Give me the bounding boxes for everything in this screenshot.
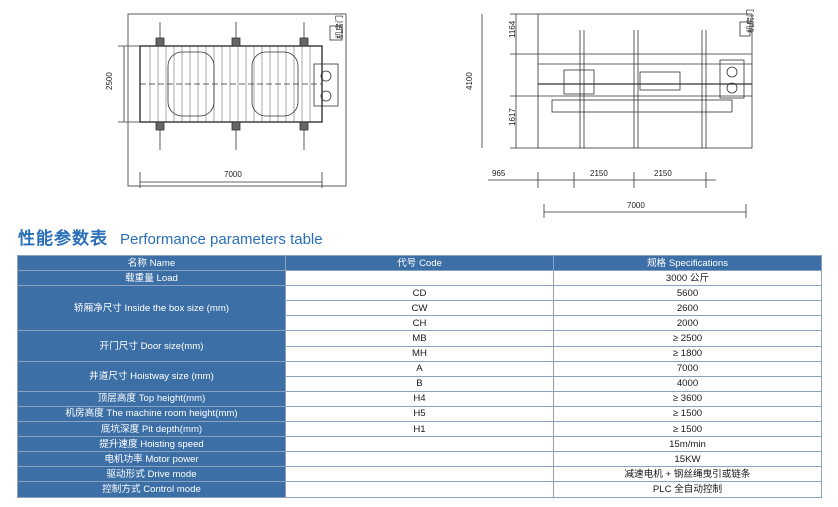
box-value-ch: 2000 (553, 315, 822, 332)
right-door-tag: 机房门 (745, 9, 755, 33)
left-column-4 (155, 121, 165, 131)
right-dim-top: 1164 (508, 20, 517, 38)
motor-code (285, 451, 554, 468)
right-section-drawing (481, 13, 753, 218)
right-motor (726, 66, 738, 78)
left-motor (320, 70, 332, 82)
hoistway-size-label: 井道尺寸 Hoistway size (mm) (17, 360, 286, 392)
drive-label: 驱动形式 Drive mode (17, 466, 286, 483)
table-row-door-mh: MH ≥ 1800 (18, 345, 822, 362)
right-dim-bottom: 1617 (508, 108, 517, 126)
table-row-control: 控制方式 Control mode PLC 全自动控制 (17, 481, 822, 498)
left-machine (313, 63, 339, 107)
room-height-value: ≥ 1500 (553, 405, 822, 423)
speed-label: 提升速度 Hoisting speed (17, 436, 286, 453)
right-dim-height: 4100 (465, 72, 474, 90)
technical-drawings: 2500 7000 机房门 (105, 9, 755, 218)
table-row-hoist-b: B 4000 (18, 375, 822, 392)
right-dim-width: 7000 (627, 201, 645, 210)
box-size-label: 轿厢净尺寸 Inside the box size (mm) (17, 285, 286, 332)
load-label: 载重量 Load (17, 270, 286, 287)
left-column-6 (299, 121, 309, 131)
box-value-cd: 5600 (553, 285, 822, 302)
table-row-drive: 驱动形式 Drive mode 减速电机 + 钢丝绳曳引或链条 (17, 466, 822, 483)
pit-depth-label: 底坑深度 Pit depth(mm) (17, 421, 286, 438)
drawings-area: 2500 7000 机房门 (0, 0, 838, 225)
box-code-cw: CW (285, 300, 554, 317)
pit-depth-value: ≥ 1500 (553, 421, 822, 438)
left-column-1 (155, 37, 165, 47)
table-row-top-height: 顶层高度 Top height(mm) H4 ≥ 3600 (17, 390, 822, 407)
table-header-row: 名称 Name 代号 Code 规格 Specifications (17, 254, 822, 272)
door-code-mb: MB (285, 330, 554, 347)
control-label: 控制方式 Control mode (17, 481, 286, 498)
pit-depth-code: H1 (285, 421, 554, 438)
table-row-pit-depth: 底坑深度 Pit depth(mm) H1 ≥ 1500 (17, 421, 822, 438)
right-machine-right (719, 59, 745, 99)
header-specifications: 规格 Specifications (553, 254, 822, 272)
top-height-code: H4 (285, 390, 554, 407)
left-column-2 (231, 37, 241, 47)
table-heading: 性能参数表 Performance parameters table (18, 224, 323, 248)
room-height-code: H5 (285, 405, 554, 423)
table-row-box-cw: CW 2600 (18, 300, 822, 317)
top-height-label: 顶层高度 Top height(mm) (17, 390, 286, 407)
hoist-code-a: A (285, 360, 554, 377)
control-value: PLC 全自动控制 (553, 481, 822, 498)
left-door-tag-box (329, 25, 343, 41)
speed-value: 15m/min (553, 436, 822, 453)
door-code-mh: MH (285, 345, 554, 362)
load-code (285, 270, 554, 287)
box-code-ch: CH (285, 315, 554, 332)
table-row-door-mb: 开门尺寸 Door size(mm) MB ≥ 2500 (17, 330, 822, 362)
right-dim-2150-b: 2150 (654, 169, 672, 178)
left-column-3 (299, 37, 309, 47)
hoist-value-a: 7000 (553, 360, 822, 377)
left-dim-width: 7000 (224, 170, 242, 179)
control-code (285, 481, 554, 498)
right-motor-2 (726, 82, 738, 94)
room-height-label: 机房高度 The machine room height(mm) (17, 405, 286, 423)
left-outer-frame (127, 13, 347, 187)
header-name: 名称 Name (17, 254, 286, 272)
left-motor-2 (320, 90, 332, 102)
door-value-mb: ≥ 2500 (553, 330, 822, 347)
hoist-code-b: B (285, 375, 554, 392)
right-machine-left (563, 69, 595, 95)
left-column-5 (231, 121, 241, 131)
table-row-hoist-a: 井道尺寸 Hoistway size (mm) A 7000 (17, 360, 822, 392)
header-code: 代号 Code (285, 254, 554, 272)
drive-value: 减速电机 + 钢丝绳曳引或链条 (553, 466, 822, 483)
table-row-room-height: 机房高度 The machine room height(mm) H5 ≥ 15… (17, 405, 822, 423)
performance-parameters-table: 名称 Name 代号 Code 规格 Specifications 载重量 Lo… (17, 254, 822, 498)
box-code-cd: CD (285, 285, 554, 302)
motor-value: 15KW (553, 451, 822, 468)
motor-label: 电机功率 Motor power (17, 451, 286, 468)
hoist-value-b: 4000 (553, 375, 822, 392)
table-row-speed: 提升速度 Hoisting speed 15m/min (17, 436, 822, 453)
right-door-tag-box (739, 21, 751, 37)
speed-code (285, 436, 554, 453)
top-height-value: ≥ 3600 (553, 390, 822, 407)
left-dim-height: 2500 (105, 72, 114, 90)
left-door-tag: 机房门 (334, 15, 344, 39)
heading-english: Performance parameters table (120, 231, 323, 248)
box-value-cw: 2600 (553, 300, 822, 317)
right-dim-2150-a: 2150 (590, 169, 608, 178)
left-plan-drawing (118, 13, 347, 188)
right-lower-frame (551, 99, 733, 113)
table-row-motor: 电机功率 Motor power 15KW (17, 451, 822, 468)
table-row-load: 载重量 Load 3000 公斤 (17, 270, 822, 287)
table-row-box-cd: 轿厢净尺寸 Inside the box size (mm) CD 5600 (17, 285, 822, 332)
right-dim-965: 965 (492, 169, 506, 178)
load-value: 3000 公斤 (553, 270, 822, 287)
door-size-label: 开门尺寸 Door size(mm) (17, 330, 286, 362)
right-outer-frame (537, 13, 753, 149)
right-car-block (639, 71, 681, 91)
door-value-mh: ≥ 1800 (553, 345, 822, 362)
drive-code (285, 466, 554, 483)
heading-chinese: 性能参数表 (18, 229, 108, 248)
